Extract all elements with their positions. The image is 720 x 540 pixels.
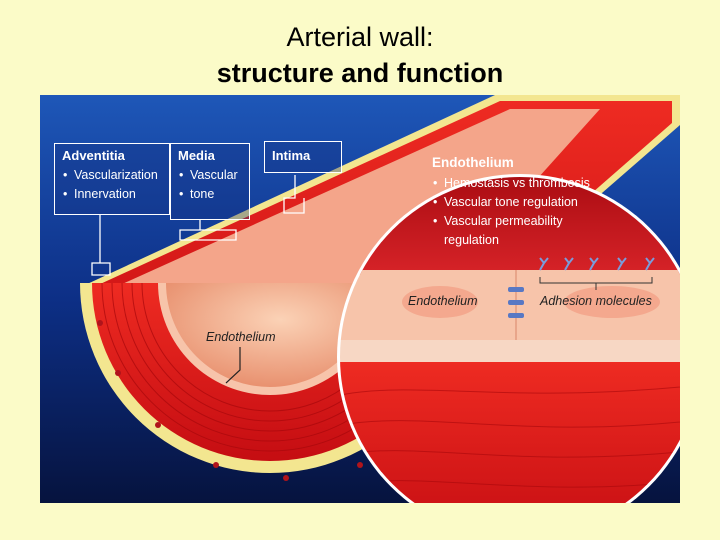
slide-title-line2: structure and function xyxy=(216,58,504,88)
media-item: Vascular xyxy=(179,166,242,185)
media-item-continued: tone xyxy=(179,185,242,204)
adventitia-header: Adventitia xyxy=(62,148,125,163)
adventitia-list: Vascularization Innervation xyxy=(62,166,162,204)
intima-label-box: Intima xyxy=(264,141,342,173)
endothelium-panel: Endothelium Hemostasis vs thrombosis Vas… xyxy=(432,155,662,250)
endothelium-function-item: Hemostasis vs thrombosis xyxy=(433,174,662,193)
endothelium-panel-header: Endothelium xyxy=(432,155,514,170)
media-list: Vascular tone xyxy=(178,166,242,204)
intima-header: Intima xyxy=(272,148,311,163)
adventitia-label-box: Adventitia Vascularization Innervation xyxy=(54,143,170,215)
endothelium-function-item-continued: regulation xyxy=(444,233,499,247)
adventitia-item: Vascularization xyxy=(63,166,162,185)
endothelium-function-item: Vascular tone regulation xyxy=(433,193,662,212)
adventitia-item: Innervation xyxy=(63,185,162,204)
arterial-wall-figure: Adventitia Vascularization Innervation M… xyxy=(40,95,680,503)
endothelium-cell-label: Endothelium xyxy=(408,294,478,308)
endothelium-function-item: Vascular permeability xyxy=(433,212,662,231)
adhesion-molecules-label: Adhesion molecules xyxy=(540,294,652,308)
slide-title-line1: Arterial wall: xyxy=(286,22,434,52)
cross-section-lumen xyxy=(166,283,374,387)
vessel-endothelium-label: Endothelium xyxy=(206,330,276,344)
media-header: Media xyxy=(178,148,215,163)
media-label-box: Media Vascular tone xyxy=(170,143,250,220)
leader-lines xyxy=(91,175,305,276)
arterial-wall-illustration xyxy=(40,95,680,503)
endothelium-functions-list: Hemostasis vs thrombosis Vascular tone r… xyxy=(432,174,662,250)
